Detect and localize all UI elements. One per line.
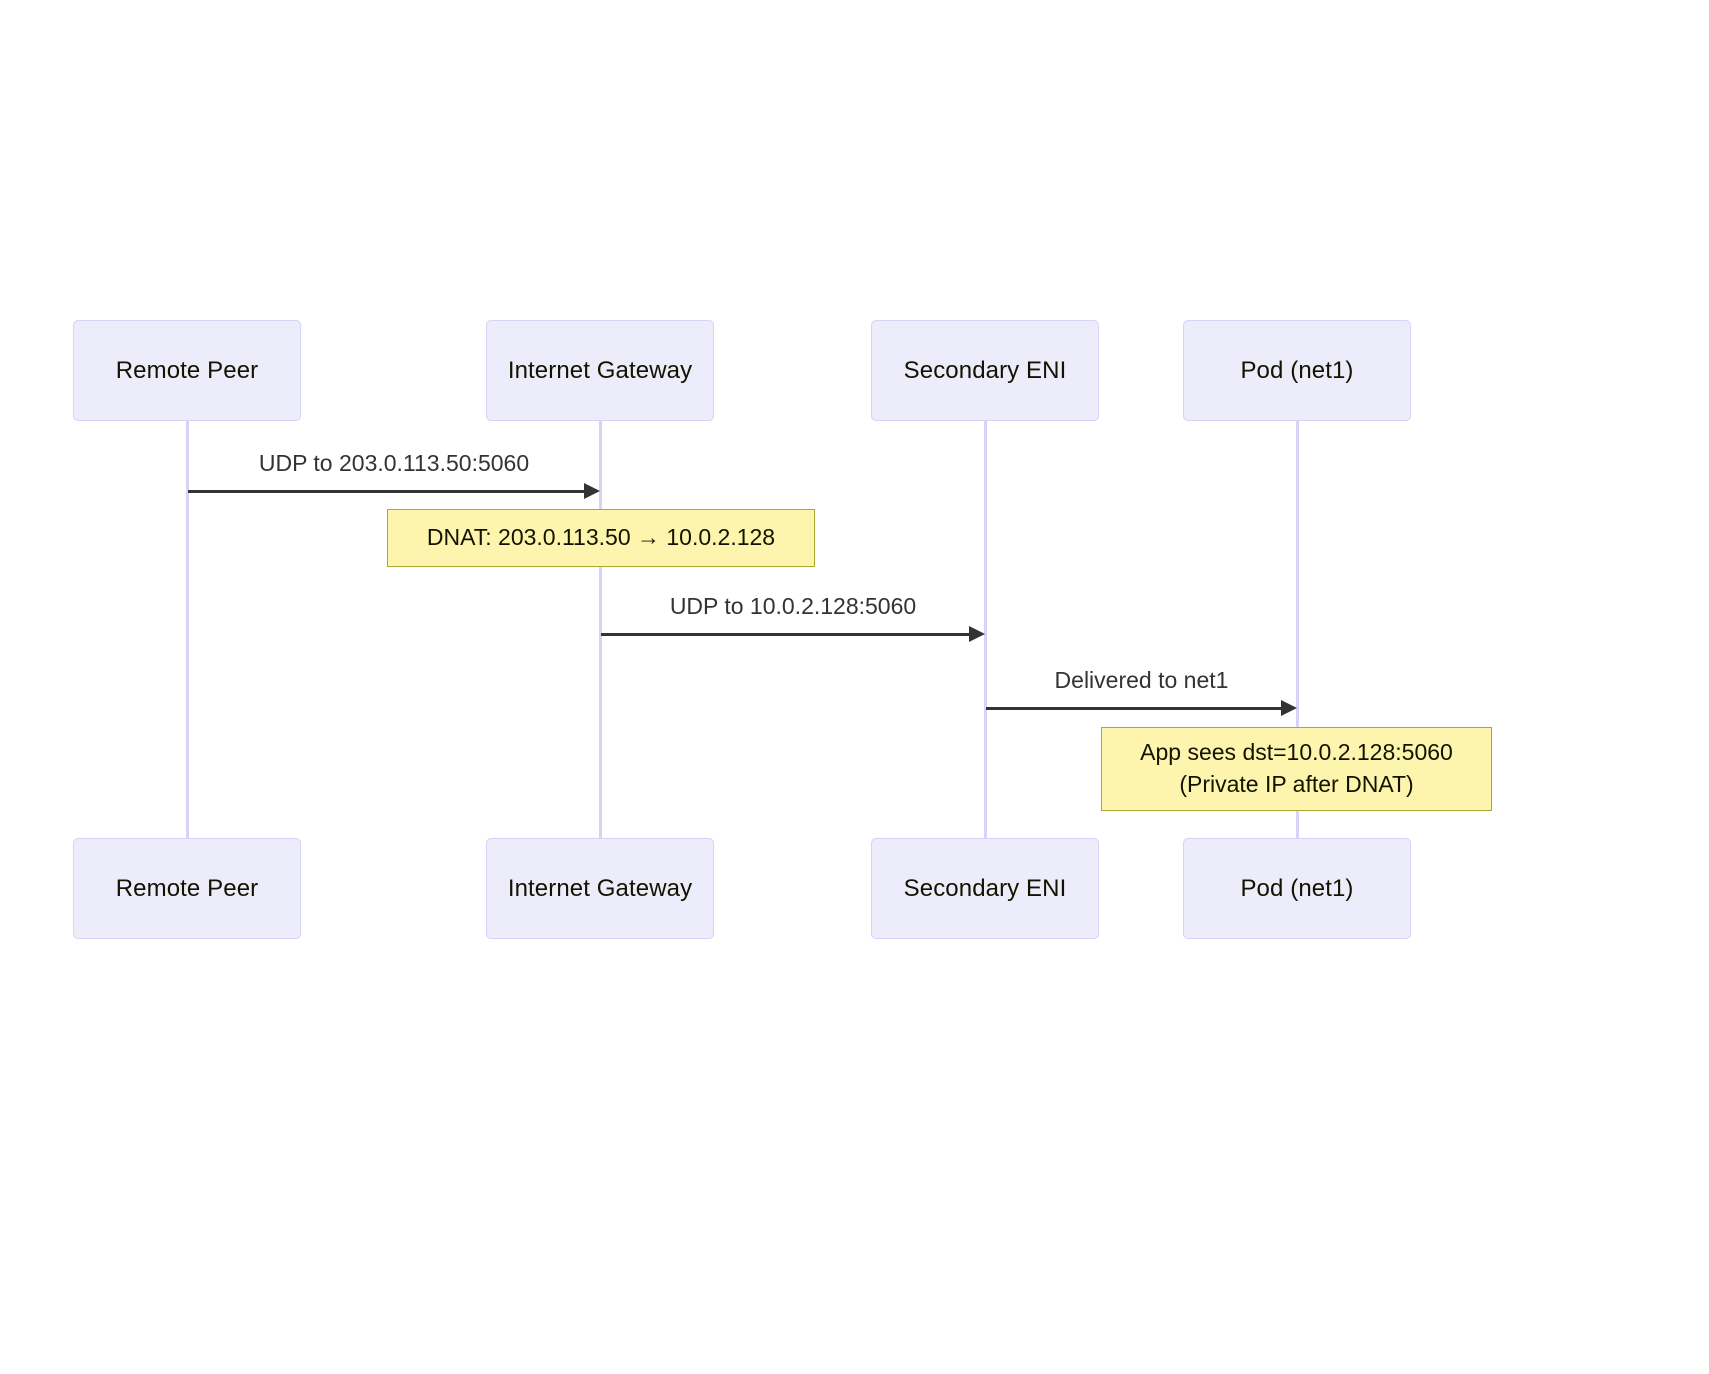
note-app-sees-line-1: App sees dst=10.0.2.128:5060	[1140, 739, 1453, 766]
message-arrowhead-2	[969, 626, 985, 642]
participant-bottom-internet-gateway[interactable]: Internet Gateway	[486, 838, 714, 939]
message-label-1: UDP to 203.0.113.50:5060	[258, 450, 530, 476]
participant-bottom-remote-peer[interactable]: Remote Peer	[73, 838, 301, 939]
participant-top-internet-gateway[interactable]: Internet Gateway	[486, 320, 714, 421]
lifeline-remote-peer	[186, 420, 189, 920]
message-arrowhead-1	[584, 483, 600, 499]
note-app-sees-line-2: (Private IP after DNAT)	[1179, 771, 1414, 797]
participant-bottom-secondary-eni[interactable]: Secondary ENI	[871, 838, 1099, 939]
message-line-2	[601, 633, 969, 636]
message-line-3	[986, 707, 1281, 710]
lifeline-internet-gateway	[599, 420, 602, 920]
participant-top-remote-peer[interactable]: Remote Peer	[73, 320, 301, 421]
message-line-1	[188, 490, 584, 493]
message-arrowhead-3	[1281, 700, 1297, 716]
note-dnat-line-1: DNAT: 203.0.113.50 → 10.0.2.128	[426, 524, 776, 551]
note-dnat: DNAT: 203.0.113.50 → 10.0.2.128	[387, 509, 815, 567]
message-label-2: UDP to 10.0.2.128:5060	[669, 593, 917, 619]
participant-top-secondary-eni[interactable]: Secondary ENI	[871, 320, 1099, 421]
note-app-sees: App sees dst=10.0.2.128:5060 (Private IP…	[1101, 727, 1492, 811]
lifeline-pod-net1	[1296, 420, 1299, 920]
participant-top-pod-net1[interactable]: Pod (net1)	[1183, 320, 1411, 421]
participant-bottom-pod-net1[interactable]: Pod (net1)	[1183, 838, 1411, 939]
lifeline-secondary-eni	[984, 420, 987, 920]
message-label-3: Delivered to net1	[1054, 667, 1229, 693]
